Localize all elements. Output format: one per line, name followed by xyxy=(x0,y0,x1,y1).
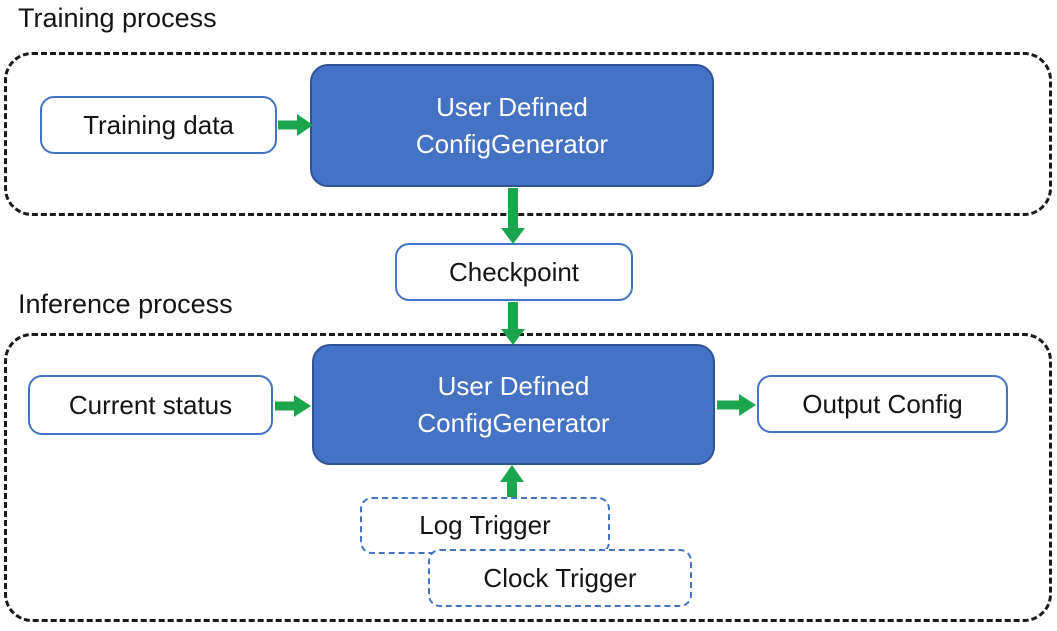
current-status-box: Current status xyxy=(28,375,273,435)
log-trigger-box: Log Trigger xyxy=(360,497,610,554)
output-config-label: Output Config xyxy=(802,388,963,419)
clock-trigger-box: Clock Trigger xyxy=(428,549,692,607)
output-config-box: Output Config xyxy=(757,375,1008,433)
inference-process-label: Inference process xyxy=(18,289,233,319)
inference-process-container xyxy=(4,333,1052,622)
training-data-label: Training data xyxy=(83,109,234,140)
training-config-generator-line1: User Defined xyxy=(436,91,588,122)
training-process-container xyxy=(4,52,1052,216)
clock-trigger-label: Clock Trigger xyxy=(483,562,637,593)
current-status-label: Current status xyxy=(68,389,233,420)
training-process-label: Training process xyxy=(18,3,217,33)
inference-config-generator-line2: ConfigGenerator xyxy=(417,407,610,438)
inference-config-generator-box: User Defined ConfigGenerator xyxy=(312,344,715,465)
training-data-box: Training data xyxy=(40,96,277,154)
training-config-generator-line2: ConfigGenerator xyxy=(415,128,609,159)
checkpoint-label: Checkpoint xyxy=(448,256,580,287)
log-trigger-label: Log Trigger xyxy=(419,510,551,540)
training-config-generator-box: User Defined ConfigGenerator xyxy=(310,64,714,187)
checkpoint-box: Checkpoint xyxy=(395,243,633,301)
inference-config-generator-line1: User Defined xyxy=(437,370,590,401)
